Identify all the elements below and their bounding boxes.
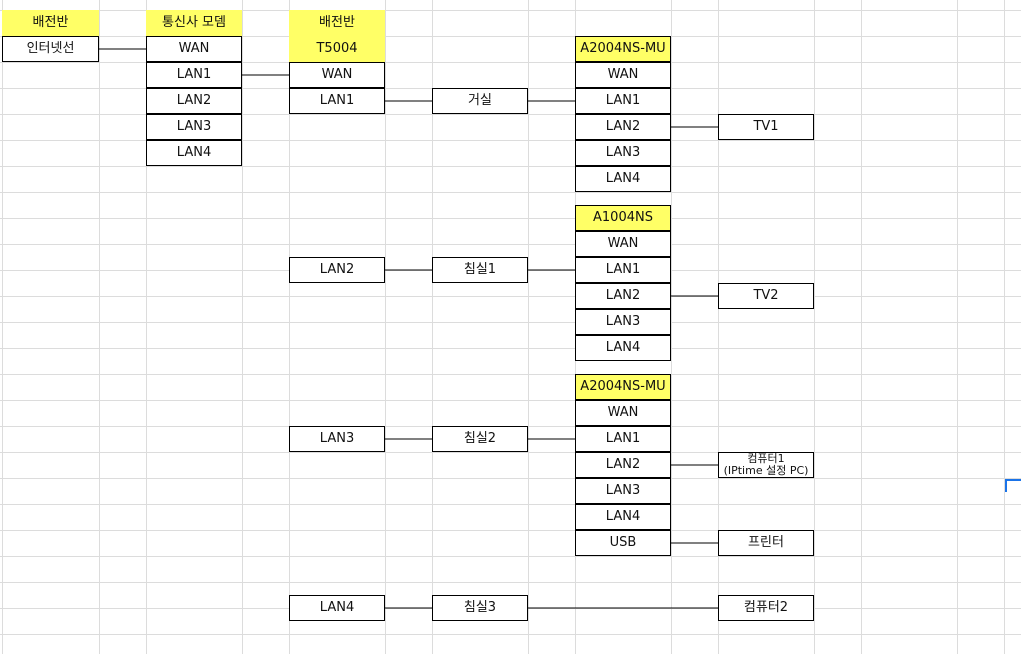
router1-port-lan4[interactable]: LAN4 <box>575 166 671 192</box>
router1-port-lan3[interactable]: LAN3 <box>575 140 671 166</box>
router3-port-lan1[interactable]: LAN1 <box>575 426 671 452</box>
device-tv1[interactable]: TV1 <box>718 114 814 140</box>
device-computer1[interactable]: 컴퓨터1 (IPtime 설정 PC) <box>718 452 814 478</box>
room-living[interactable]: 거실 <box>432 88 528 114</box>
router1-model[interactable]: A2004NS-MU <box>575 36 671 62</box>
router2-port-lan3[interactable]: LAN3 <box>575 309 671 335</box>
router1-port-lan2[interactable]: LAN2 <box>575 114 671 140</box>
router2-port-wan[interactable]: WAN <box>575 231 671 257</box>
panel-port-lan1[interactable]: LAN1 <box>289 88 385 114</box>
room-bedroom2[interactable]: 침실2 <box>432 426 528 452</box>
panel-port-lan3[interactable]: LAN3 <box>289 426 385 452</box>
router2-port-lan2[interactable]: LAN2 <box>575 283 671 309</box>
panel-port-wan[interactable]: WAN <box>289 62 385 88</box>
room-bedroom1[interactable]: 침실1 <box>432 257 528 283</box>
modem-port-lan3[interactable]: LAN3 <box>146 114 242 140</box>
router2-port-lan4[interactable]: LAN4 <box>575 335 671 361</box>
device-printer[interactable]: 프린터 <box>718 530 814 556</box>
header-panel[interactable]: 배전반 <box>289 10 385 36</box>
modem-port-lan4[interactable]: LAN4 <box>146 140 242 166</box>
router3-port-lan4[interactable]: LAN4 <box>575 504 671 530</box>
router3-port-usb[interactable]: USB <box>575 530 671 556</box>
header-distribution-board[interactable]: 배전반 <box>2 10 99 36</box>
panel-port-lan4[interactable]: LAN4 <box>289 595 385 621</box>
router3-model[interactable]: A2004NS-MU <box>575 374 671 400</box>
router3-port-lan3[interactable]: LAN3 <box>575 478 671 504</box>
router1-port-lan1[interactable]: LAN1 <box>575 88 671 114</box>
cell-internet-line[interactable]: 인터넷선 <box>2 36 99 62</box>
modem-port-lan1[interactable]: LAN1 <box>146 62 242 88</box>
router3-port-lan2[interactable]: LAN2 <box>575 452 671 478</box>
device-computer2[interactable]: 컴퓨터2 <box>718 595 814 621</box>
header-isp-modem[interactable]: 통신사 모뎀 <box>146 10 242 36</box>
room-bedroom3[interactable]: 침실3 <box>432 595 528 621</box>
panel-port-lan2[interactable]: LAN2 <box>289 257 385 283</box>
router3-port-wan[interactable]: WAN <box>575 400 671 426</box>
modem-port-lan2[interactable]: LAN2 <box>146 88 242 114</box>
router2-model[interactable]: A1004NS <box>575 205 671 231</box>
router2-port-lan1[interactable]: LAN1 <box>575 257 671 283</box>
router1-port-wan[interactable]: WAN <box>575 62 671 88</box>
selection-indicator <box>1005 479 1021 492</box>
device-tv2[interactable]: TV2 <box>718 283 814 309</box>
panel-device-name[interactable]: T5004 <box>289 36 385 62</box>
modem-port-wan[interactable]: WAN <box>146 36 242 62</box>
